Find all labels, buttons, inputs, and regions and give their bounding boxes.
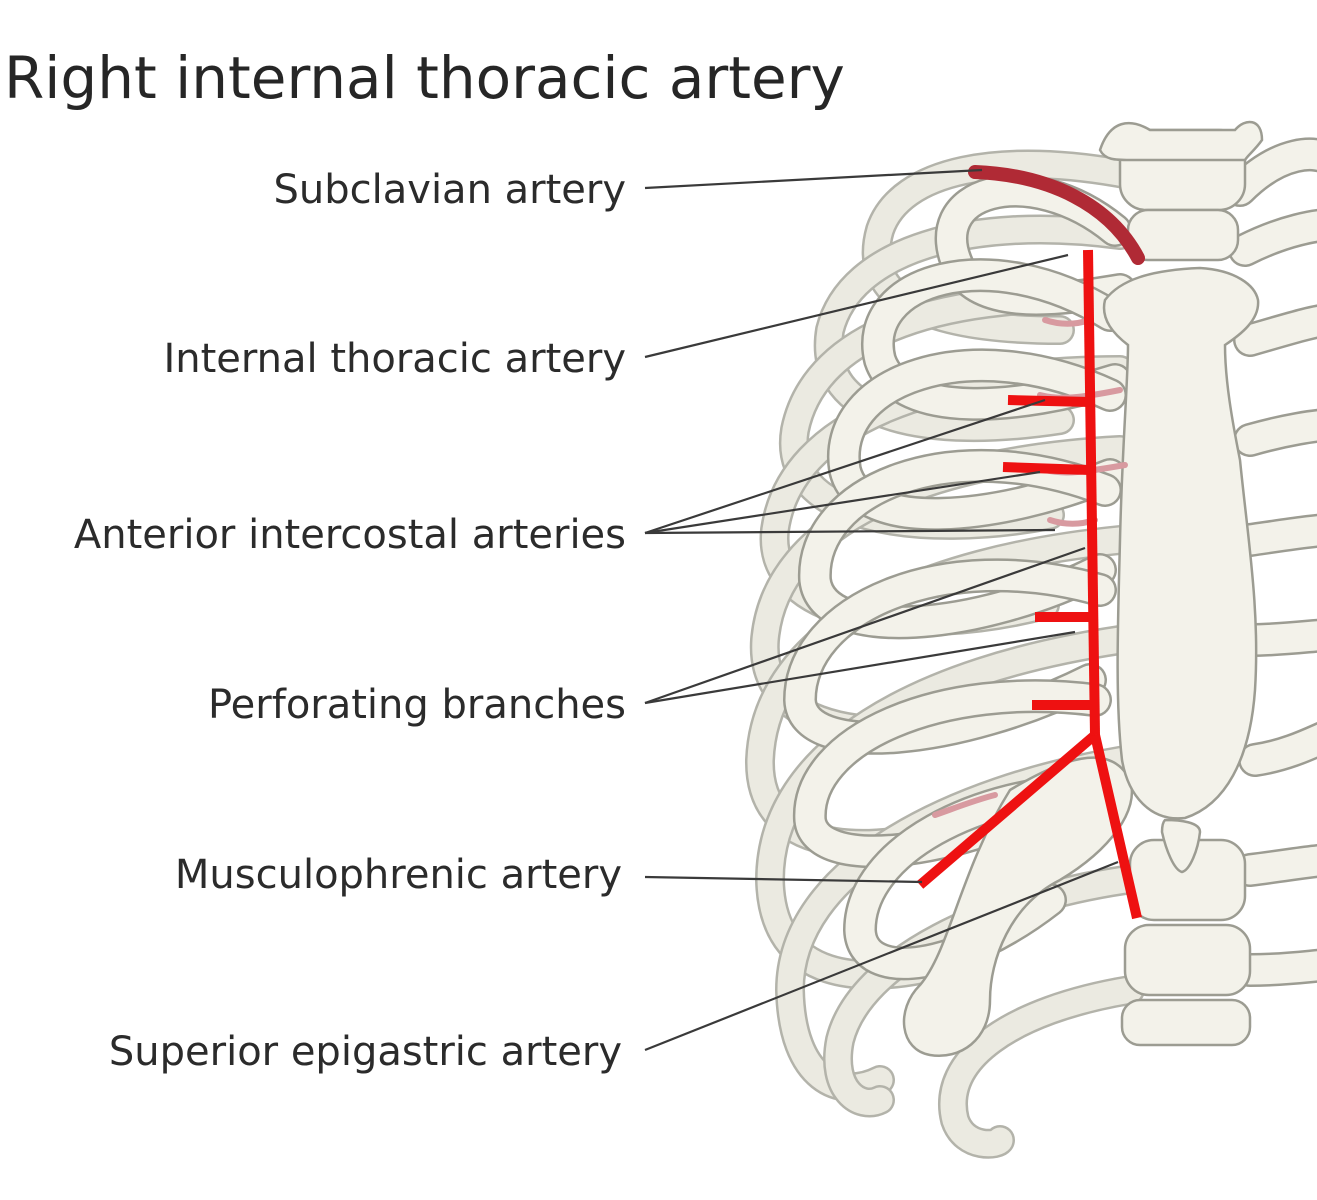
label-musculophrenic-artery: Musculophrenic artery [175,852,622,898]
internal-thoracic-trace [1083,249,1100,736]
leader-subclavian [644,168,983,190]
label-perforating-branches: Perforating branches [208,682,626,728]
label-subclavian-artery: Subclavian artery [274,167,626,213]
sternum [1102,266,1260,820]
labels: Subclavian artery Internal thoracic arte… [74,167,626,1075]
label-internal-thoracic-artery: Internal thoracic artery [163,336,626,382]
musculophrenic-trace [916,731,1099,889]
leader-superior-epigastric [644,860,1119,1052]
leader-anterior-intercostal-1 [644,398,1046,535]
clavicle-stub [1098,120,1264,162]
leader-musculophrenic [644,875,923,884]
diagram-title: Right internal thoracic artery [4,44,845,112]
musculophrenic-vessel [932,792,998,818]
xiphoid-process [1160,818,1202,874]
leader-perforating-1 [644,546,1086,705]
subclavian-artery-vessel [968,165,1145,265]
label-anterior-intercostal-arteries: Anterior intercostal arteries [74,512,626,558]
leader-anterior-intercostal-2 [644,470,1041,535]
leader-perforating-2 [644,630,1076,705]
branch-trace-1 [1007,395,1091,407]
branch-trace-2 [1002,462,1091,475]
leader-internal-thoracic [644,253,1069,359]
superior-epigastric-trace [1090,733,1142,920]
label-superior-epigastric-artery: Superior epigastric artery [109,1029,622,1075]
leader-anterior-intercostal-3 [644,528,1056,535]
left-side-ribs [1223,137,1317,987]
highlighted-artery-tracing [916,249,1142,920]
leader-lines [644,168,1119,1052]
